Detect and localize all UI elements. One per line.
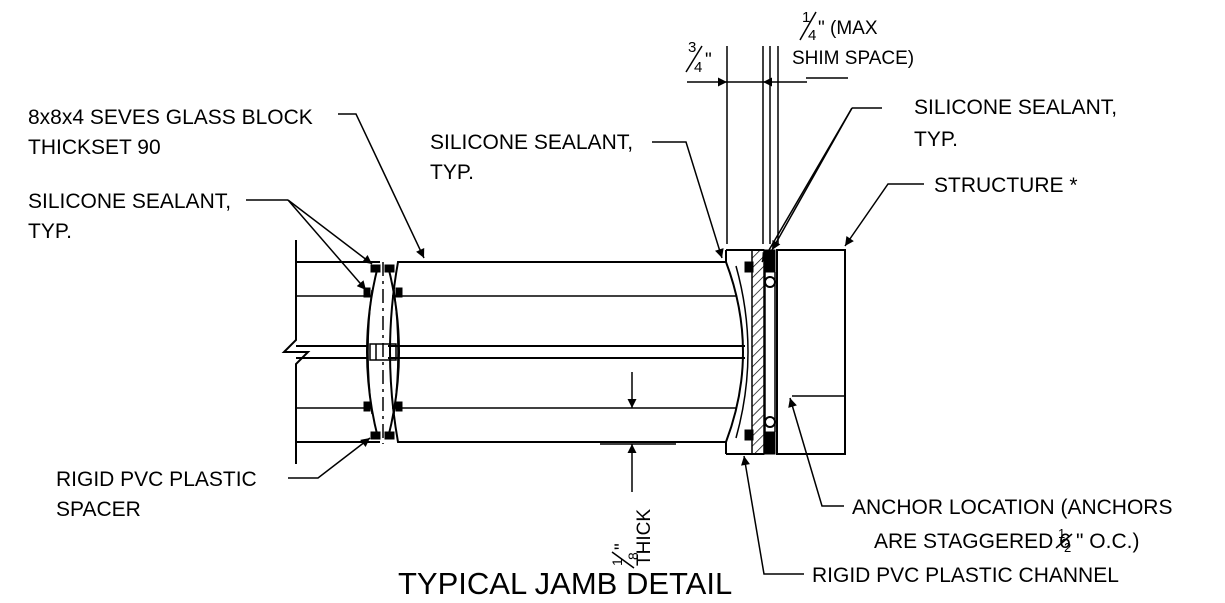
quarter-tail: " (MAX (818, 18, 878, 39)
eighth-note: THICK (634, 509, 655, 566)
glass-block-label: THICKSET 90 (28, 136, 161, 159)
quarter-tail: SHIM SPACE) (792, 48, 914, 69)
sealant-mid-label: TYP. (430, 161, 474, 184)
sealant-right-label: TYP. (914, 128, 958, 151)
structure-block (776, 249, 846, 455)
sealant-left-label: TYP. (28, 220, 72, 243)
glass-block-wall (281, 240, 403, 464)
three-quarter-numerator: 3 (688, 39, 696, 56)
eighth-denominator: 8 (625, 552, 641, 560)
channel-label: RIGID PVC PLASTIC CHANNEL (812, 564, 1119, 587)
anchor-label: ARE STAGGERED 6 (874, 530, 1071, 553)
quarter-denominator: 4 (808, 27, 816, 44)
main-glass-block (388, 261, 749, 443)
anchor-label: ANCHOR LOCATION (ANCHORS (852, 496, 1172, 519)
eighth-unit: " (612, 543, 633, 550)
eighth-dimension (600, 372, 676, 492)
eighth-numerator: 1 (609, 558, 625, 566)
spacer-label: RIGID PVC PLASTIC (56, 468, 257, 491)
eighth-thick-label: 1 8 " THICK (609, 509, 655, 569)
anchor-half-denominator: 2 (1064, 540, 1071, 555)
sealant-left-label: SILICONE SEALANT, (28, 190, 231, 213)
leader-lines (246, 107, 924, 575)
pvc-channel (725, 249, 776, 455)
three-quarter-denominator: 4 (694, 59, 702, 76)
sealant-mid-label: SILICONE SEALANT, (430, 131, 633, 154)
top-dimensions (687, 46, 848, 244)
glass-block-label: 8x8x4 SEVES GLASS BLOCK (28, 106, 313, 129)
anchor-half-numerator: 1 (1058, 526, 1065, 541)
anchor-label: " O.C.) (1076, 530, 1139, 553)
sealant-right-label: SILICONE SEALANT, (914, 96, 1117, 119)
page-title: TYPICAL JAMB DETAIL (398, 566, 732, 601)
quarter-numerator: 1 (802, 9, 810, 26)
spacer-label: SPACER (56, 498, 141, 521)
structure-label: STRUCTURE * (934, 174, 1078, 197)
three-quarter-unit: " (705, 50, 712, 71)
